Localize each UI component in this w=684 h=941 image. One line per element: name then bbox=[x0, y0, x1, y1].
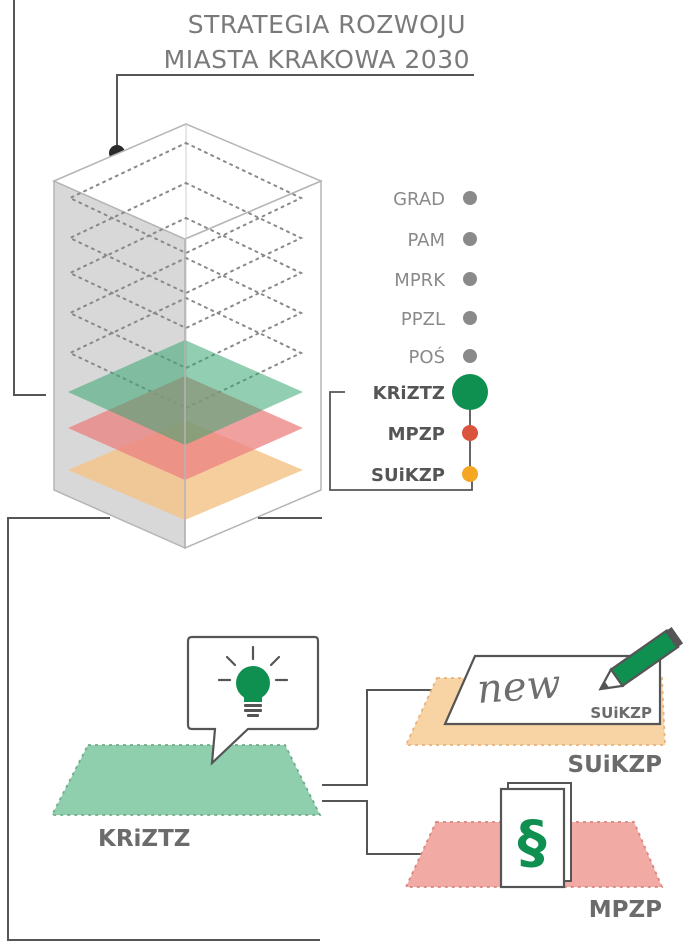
suikzp-card-label: SUiKZP bbox=[590, 704, 652, 722]
pen-icon bbox=[598, 627, 684, 691]
legend-bracket bbox=[329, 391, 473, 491]
kriztz-group: KRiZTZ bbox=[50, 635, 322, 852]
mpzp-group: § MPZP bbox=[404, 782, 664, 923]
kriztz-label: KRiZTZ bbox=[98, 826, 190, 852]
legend-label-mpzp: MPZP bbox=[388, 424, 445, 445]
legend-label-mprk: MPRK bbox=[394, 270, 446, 291]
legend-dot-kriztz bbox=[452, 374, 488, 410]
legend-dot-grad bbox=[463, 191, 477, 205]
mpzp-label: MPZP bbox=[589, 897, 662, 923]
suikzp-label: SUiKZP bbox=[568, 752, 662, 778]
left-frame-line-top bbox=[13, 0, 46, 396]
legend-label-suikzp: SUiKZP bbox=[371, 465, 445, 486]
legend-dot-suikzp bbox=[462, 466, 478, 482]
dotted-layer bbox=[67, 141, 304, 255]
box-top-face bbox=[52, 123, 323, 240]
connector-to-suikzp bbox=[322, 689, 473, 786]
dotted-layer bbox=[67, 181, 304, 295]
handwriting-new: new bbox=[475, 661, 562, 713]
title-line-1: STRATEGIA ROZWOJU bbox=[188, 10, 466, 39]
plan-legend: GRAD PAM MPRK PPZL POŚ KRiZTZ MPZP SUiKZP bbox=[371, 189, 446, 486]
suikzp-card bbox=[443, 654, 662, 726]
legend-dot-ppzl bbox=[463, 311, 477, 325]
title-line-2: MIASTA KRAKOWA 2030 bbox=[164, 45, 470, 74]
legend-label-pam: PAM bbox=[407, 230, 445, 251]
legend-dots bbox=[452, 191, 488, 482]
legend-label-po: POŚ bbox=[409, 346, 445, 368]
paragraph-document-icon: § bbox=[499, 782, 572, 889]
legend-dot-mprk bbox=[463, 272, 477, 286]
dotted-layer bbox=[67, 216, 304, 330]
suikzp-group: new SUiKZP SUiKZP bbox=[404, 627, 684, 778]
left-frame-line-bottom bbox=[7, 517, 110, 941]
paragraph-symbol: § bbox=[518, 808, 547, 876]
legend-label-kriztz: KRiZTZ bbox=[373, 383, 445, 404]
title-connector bbox=[116, 74, 474, 153]
legend-dot-pam bbox=[463, 232, 477, 246]
legend-dot-po bbox=[463, 349, 477, 363]
planning-box bbox=[52, 123, 323, 550]
kriztz-plane bbox=[50, 744, 322, 816]
legend-dot-mpzp bbox=[462, 425, 478, 441]
legend-label-grad: GRAD bbox=[393, 189, 445, 210]
legend-label-ppzl: PPZL bbox=[401, 309, 445, 330]
lightbulb-icon bbox=[217, 645, 289, 717]
title-block: STRATEGIA ROZWOJU MIASTA KRAKOWA 2030 bbox=[164, 10, 470, 74]
